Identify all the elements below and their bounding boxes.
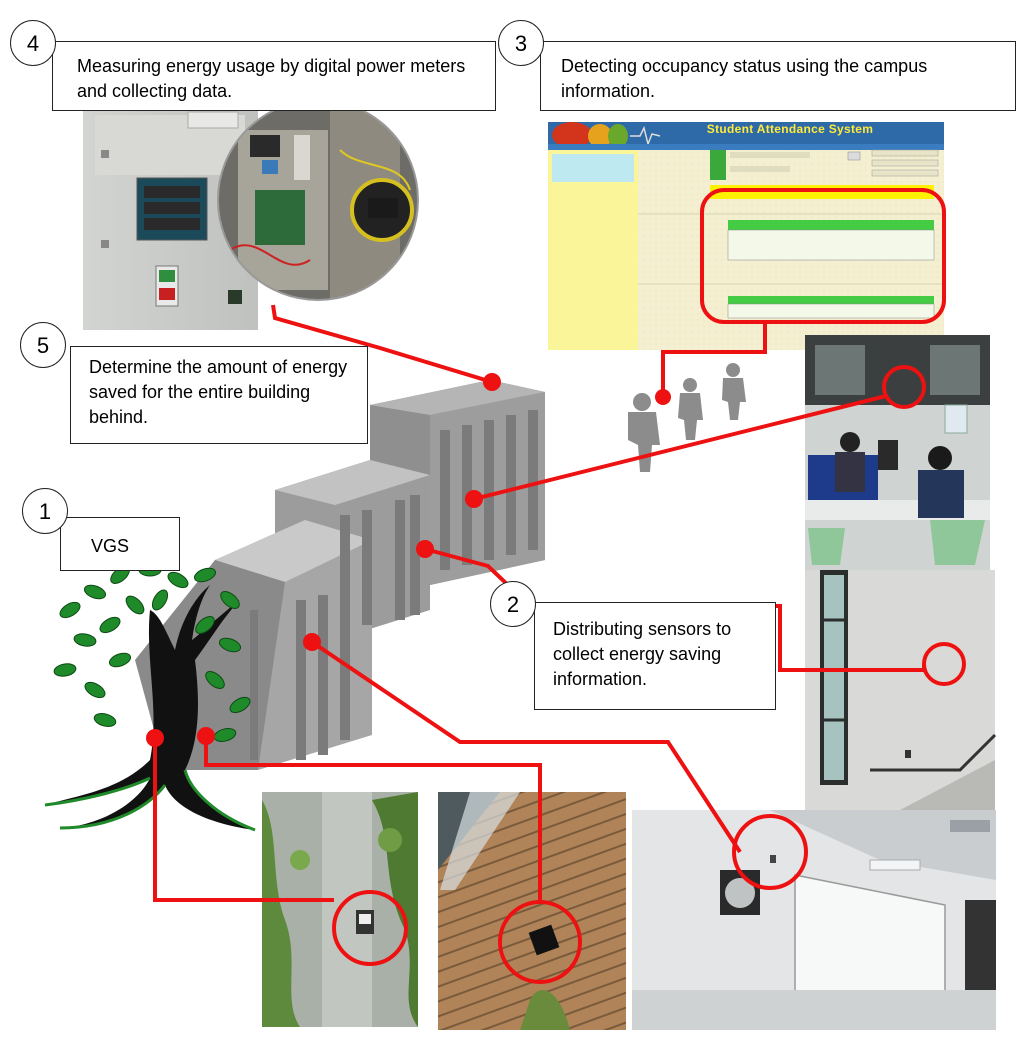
brick-wall-photo — [438, 792, 626, 1030]
step-3-callout: Detecting occupancy status using the cam… — [540, 41, 1016, 111]
step-2-text: Distributing sensors to collect energy s… — [553, 619, 732, 689]
step-3-text: Detecting occupancy status using the cam… — [561, 56, 928, 101]
sensor-icon — [146, 373, 671, 747]
step-2-badge: 2 — [490, 581, 536, 627]
step-1-text: VGS — [91, 536, 130, 556]
step-5-text: Determine the amount of energy saved for… — [89, 357, 348, 427]
step-5-badge: 5 — [20, 322, 66, 368]
building-icon — [135, 380, 545, 770]
step-1-badge: 1 — [22, 488, 68, 534]
power-meter-inset-photo — [217, 99, 419, 301]
step-4-text: Measuring energy usage by digital power … — [77, 56, 466, 101]
step-1-callout: VGS — [60, 517, 180, 571]
step-4-badge: 4 — [10, 20, 56, 66]
step-4-callout: Measuring energy usage by digital power … — [52, 41, 496, 111]
plant-tree-icon — [44, 563, 256, 832]
person-icon — [628, 363, 746, 472]
step-3-badge: 3 — [498, 20, 544, 66]
lecture-room-photo — [632, 810, 996, 1030]
classroom-photo — [805, 335, 990, 570]
step-5-callout: Determine the amount of energy saved for… — [70, 346, 368, 444]
step-2-callout: Distributing sensors to collect energy s… — [534, 602, 776, 710]
attendance-system-title: Student Attendance System — [706, 122, 874, 136]
